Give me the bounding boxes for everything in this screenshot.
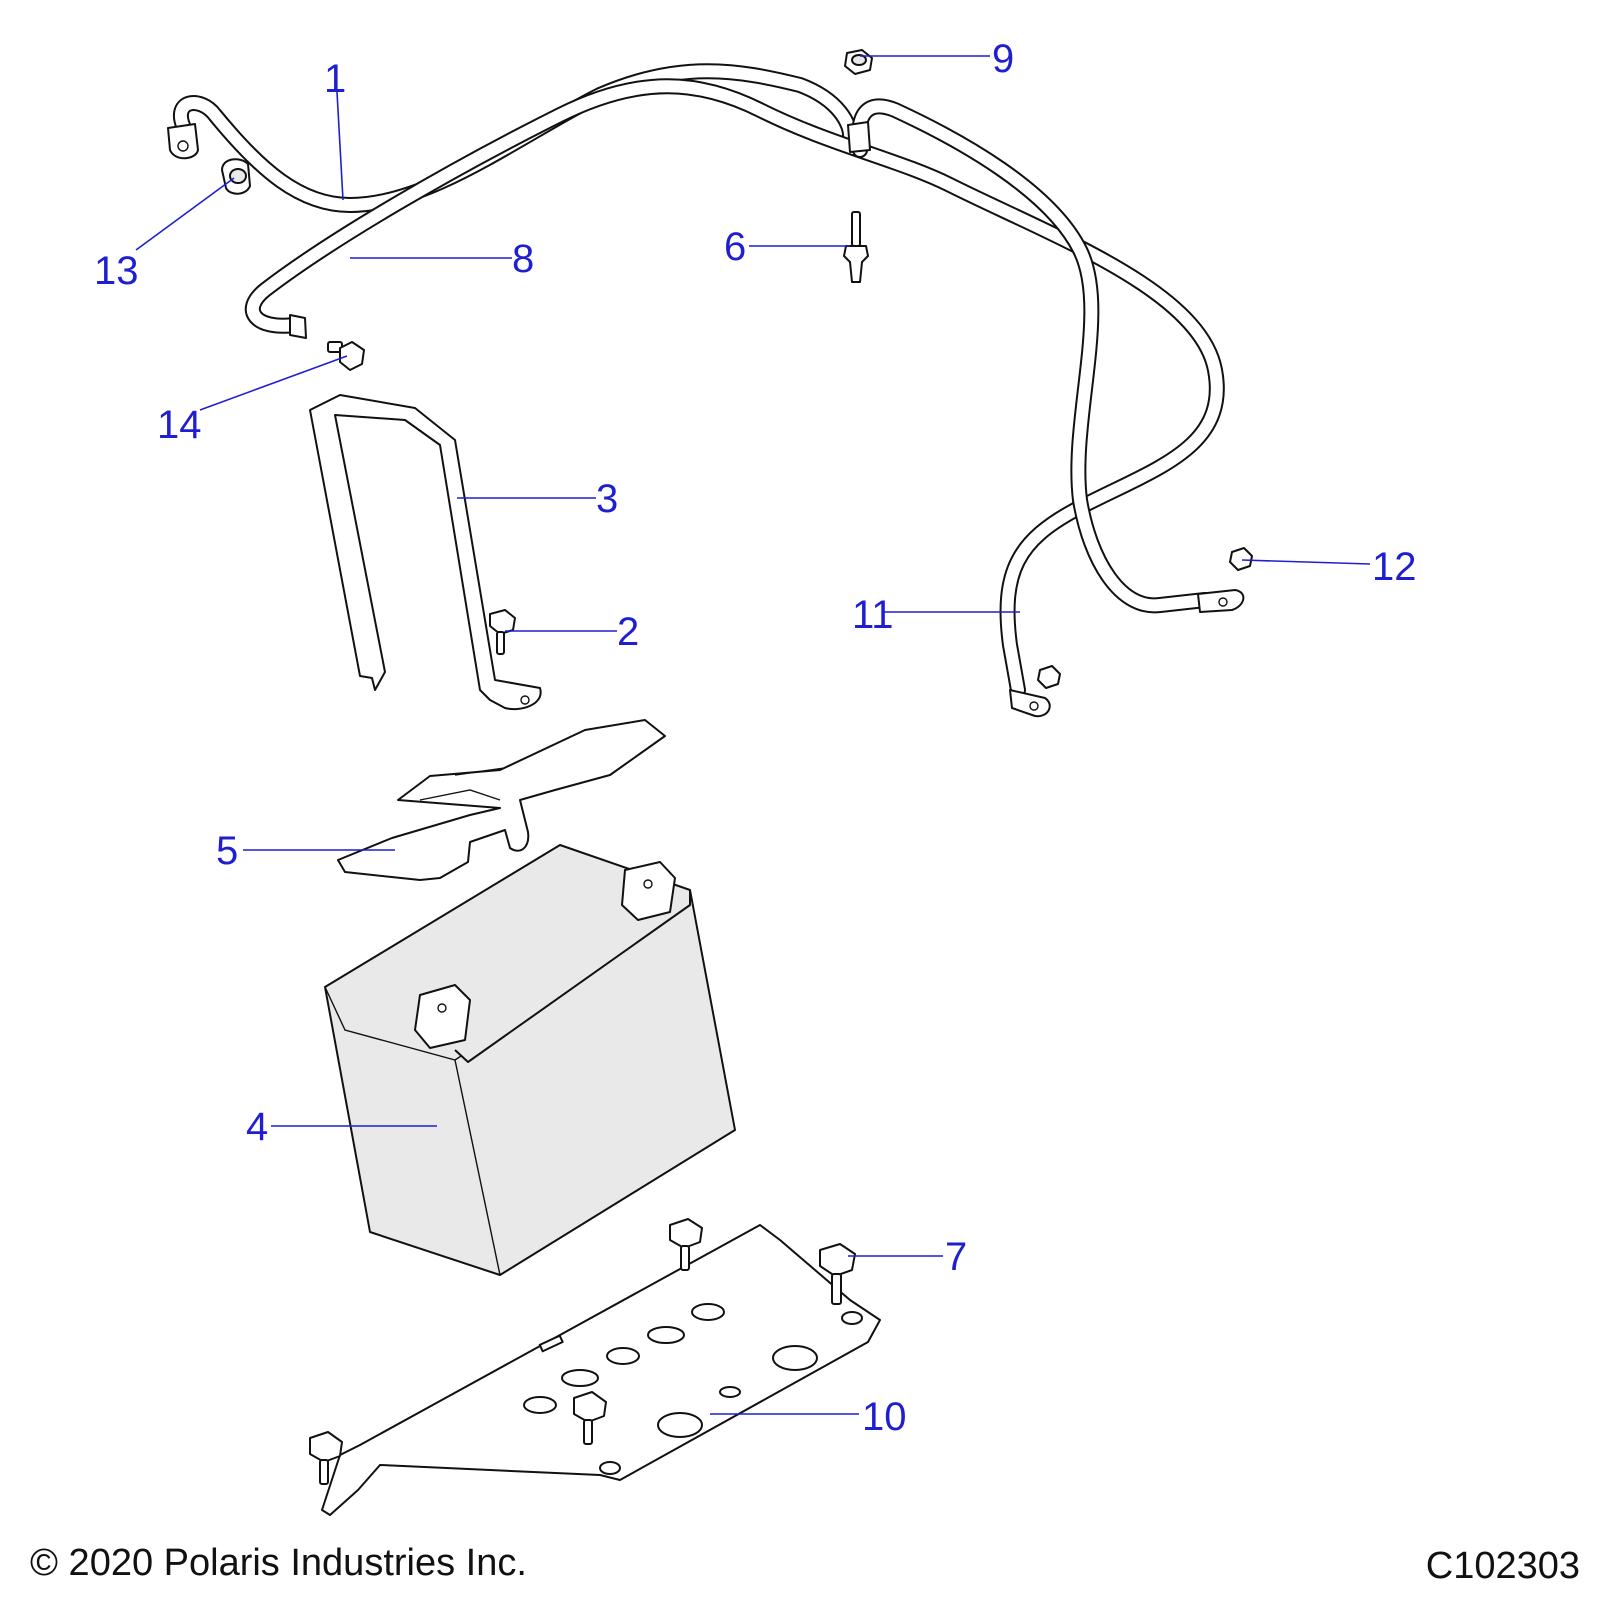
callout-13: 13	[94, 249, 139, 293]
callout-6: 6	[724, 225, 746, 269]
tray-10	[321, 1224, 881, 1516]
tray-bolt-c	[573, 1391, 607, 1445]
copyright-text: © 2020 Polaris Industries Inc.	[30, 1542, 527, 1584]
callout-numbers: 1 2 3 4 5 6 7 8 9 10 11 12 13 14	[94, 37, 1417, 1439]
tray-bolt-b	[309, 1431, 343, 1485]
drawing-id: C102303	[1426, 1545, 1580, 1587]
strap-3	[309, 394, 542, 710]
callout-9: 9	[992, 37, 1014, 81]
nut-13	[221, 158, 251, 195]
bolt-7	[819, 1243, 856, 1305]
callout-5: 5	[216, 829, 238, 873]
callout-10: 10	[862, 1395, 907, 1439]
stud-6	[843, 211, 869, 283]
leader-lines	[135, 55, 1371, 1415]
callout-4: 4	[246, 1105, 268, 1149]
callout-2: 2	[617, 610, 639, 654]
callout-1: 1	[324, 57, 346, 101]
plate-5	[337, 719, 666, 881]
callout-7: 7	[945, 1235, 967, 1279]
bolt-14	[327, 341, 365, 371]
callout-12: 12	[1372, 545, 1417, 589]
callout-8: 8	[512, 237, 534, 281]
cable-11	[847, 98, 1245, 614]
callout-11: 11	[852, 593, 894, 637]
nut-9	[844, 49, 873, 75]
nut-cable-end	[1037, 665, 1061, 689]
tray-bolt-a	[669, 1218, 703, 1271]
nut-12	[1229, 547, 1253, 571]
battery-4	[324, 844, 736, 1276]
cable-8	[244, 78, 1225, 718]
bolt-2	[489, 609, 516, 655]
callout-14: 14	[157, 403, 202, 447]
callout-3: 3	[596, 477, 618, 521]
